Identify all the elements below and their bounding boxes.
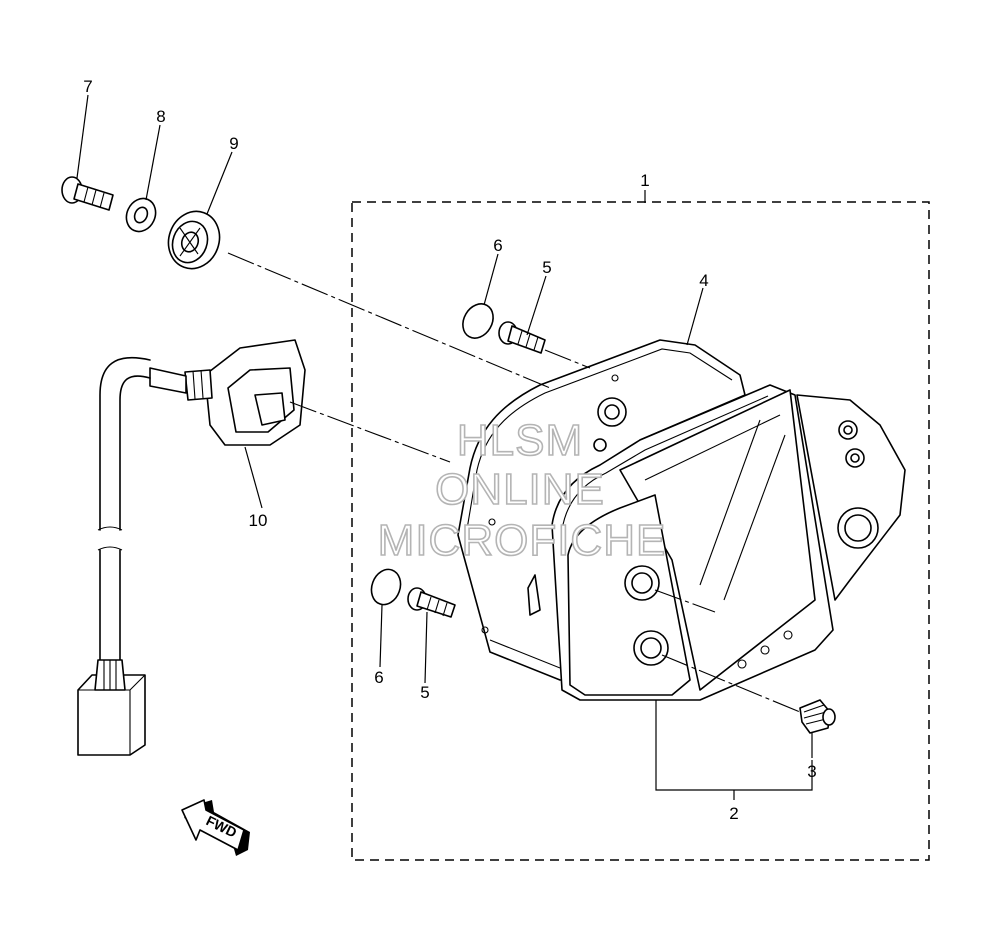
watermark-line-1: HLSM	[457, 416, 583, 465]
callout-6-upper: 6	[493, 236, 502, 255]
watermark: HLSM ONLINE MICROFICHE	[377, 415, 667, 566]
plug-lower	[370, 568, 402, 606]
callout-3: 3	[807, 762, 816, 781]
callout-9: 9	[229, 134, 238, 153]
callout-8: 8	[156, 107, 165, 126]
callout-5-lower: 5	[420, 683, 429, 702]
watermark-line-2: ONLINE	[435, 465, 605, 514]
assembly-lines	[227, 252, 801, 713]
fwd-arrow-icon: FWD	[181, 799, 250, 856]
callout-5-upper: 5	[542, 258, 551, 277]
callout-1: 1	[640, 171, 649, 190]
callout-4: 4	[699, 271, 708, 290]
bulb-socket	[799, 699, 836, 734]
plug-upper	[462, 303, 494, 339]
meter-assembly	[457, 339, 906, 701]
callout-2: 2	[729, 804, 738, 823]
leader-lines	[76, 94, 813, 800]
assembly-boundary	[351, 201, 930, 861]
callout-6-lower: 6	[374, 668, 383, 687]
grommet	[167, 210, 221, 270]
screw-lower	[407, 587, 456, 618]
watermark-line-3: MICROFICHE	[378, 516, 667, 565]
screw-upper	[498, 321, 546, 354]
callout-labels: 1 2 3 4 5 5 6 6 7 8 9 10	[83, 77, 816, 823]
bolt	[61, 176, 114, 211]
callout-7: 7	[83, 77, 92, 96]
callout-10: 10	[249, 511, 268, 530]
indicator-lamp	[77, 339, 306, 756]
washer	[125, 197, 157, 233]
